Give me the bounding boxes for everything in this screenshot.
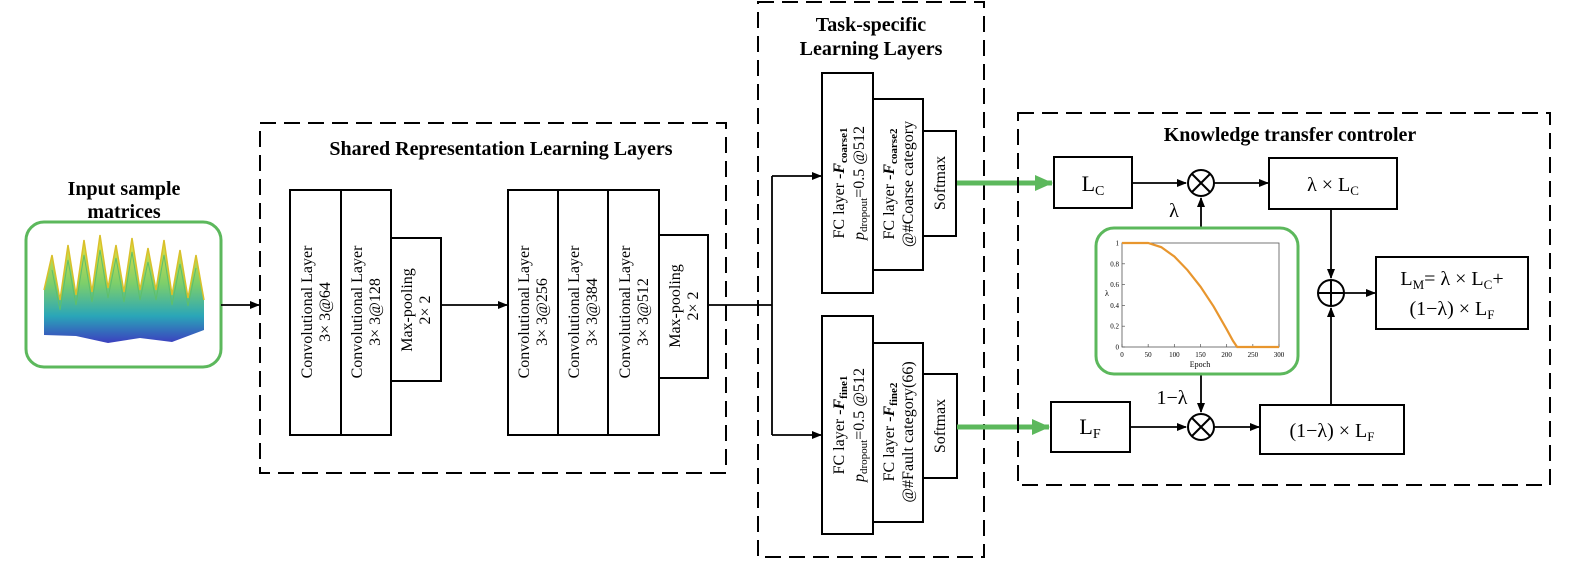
chart-xtick-label: 100 — [1169, 351, 1180, 359]
conv2-param: 3× 3@128 — [367, 278, 384, 346]
coarse-fc1-label: FC layer -Fcoarse1 — [831, 128, 850, 239]
chart-ytick-label: 0 — [1116, 344, 1120, 352]
fine-fc1-block: FC layer -Ffine1 pdropout=0.5 @512 — [821, 315, 874, 535]
chart-ytick-label: 0.8 — [1110, 260, 1119, 268]
conv5-label: Convolutional Layer — [617, 245, 634, 379]
conv3-param: 3× 3@256 — [534, 278, 551, 346]
shared-title: Shared Representation Learning Layers — [329, 138, 672, 160]
chart-xlabel: Epoch — [1190, 360, 1210, 369]
conv-block-5: Convolutional Layer 3× 3@512 — [607, 189, 660, 436]
maxpool1-label: Max-pooling — [399, 268, 416, 352]
one-minus-lambda-label: 1−λ — [1157, 387, 1188, 409]
lm-line1: LM= λ × LC+ — [1400, 268, 1503, 292]
lambda-chart-frame — [1094, 226, 1300, 376]
controller-title: Knowledge transfer controler — [1164, 124, 1417, 146]
conv5-param: 3× 3@512 — [635, 278, 652, 346]
fine-fc1-param: pdropout=0.5 @512 — [851, 368, 870, 483]
coarse-fc2-block: FC layer -Fcoarse2 @#Coarse category — [872, 98, 924, 271]
coarse-fc1-param: pdropout=0.5 @512 — [851, 126, 870, 241]
chart-ytick-label: 0.6 — [1110, 281, 1119, 289]
task-title-line2: Learning Layers — [800, 38, 943, 60]
chart-xtick-label: 50 — [1145, 351, 1153, 359]
coarse-fc1-block: FC layer -Fcoarse1 pdropout=0.5 @512 — [821, 72, 874, 294]
input-surface-plot — [43, 234, 205, 343]
task-title-line1: Task-specific — [816, 14, 927, 36]
conv-block-4: Convolutional Layer 3× 3@384 — [557, 189, 609, 436]
chart-xtick-label: 300 — [1274, 351, 1285, 359]
chart-ytick-label: 0.2 — [1110, 323, 1119, 331]
input-title-line1: Input sample — [68, 178, 181, 200]
chart-ylabel: λ — [1105, 289, 1109, 298]
fine-fc2-param: @#Fault category(66) — [900, 361, 917, 502]
maxpool-block-1: Max-pooling 2× 2 — [390, 237, 442, 382]
chart-xtick-label: 150 — [1195, 351, 1206, 359]
chart-xtick-label: 200 — [1221, 351, 1232, 359]
lc-label: LC — [1082, 171, 1105, 199]
lf-label: LF — [1079, 414, 1100, 442]
chart-xtick-label: 250 — [1248, 351, 1259, 359]
lm-line2: (1−λ) × LF — [1409, 298, 1494, 322]
coarse-softmax-block: Softmax — [922, 130, 957, 237]
maxpool-block-2: Max-pooling 2× 2 — [658, 234, 709, 379]
maxpool2-param: 2× 2 — [685, 291, 702, 320]
multiply-node-bottom — [1187, 413, 1215, 441]
fine-fc2-label: FC layer -Ffine2 — [881, 382, 900, 481]
task-layers-frame — [757, 1, 985, 558]
conv4-label: Convolutional Layer — [566, 245, 583, 379]
lm-box — [1375, 256, 1529, 330]
chart-ytick-label: 1 — [1116, 240, 1120, 248]
chart-series-line — [1122, 241, 1279, 349]
conv-block-3: Convolutional Layer 3× 3@256 — [507, 189, 559, 436]
input-title-line2: matrices — [87, 201, 161, 223]
fine-fc2-block: FC layer -Ffine2 @#Fault category(66) — [872, 342, 924, 523]
conv2-label: Convolutional Layer — [349, 245, 366, 379]
conv1-label: Convolutional Layer — [299, 245, 316, 379]
coarse-fc2-label: FC layer -Fcoarse2 — [881, 128, 900, 239]
conv-block-2: Convolutional Layer 3× 3@128 — [340, 189, 392, 436]
lambda-label: λ — [1169, 200, 1179, 222]
lambda-lf-label: (1−λ) × LF — [1289, 420, 1374, 444]
conv3-label: Convolutional Layer — [516, 245, 533, 379]
controller-frame — [1017, 112, 1551, 486]
coarse-softmax-label: Softmax — [932, 156, 949, 210]
fine-softmax-block: Softmax — [922, 373, 958, 479]
coarse-fc2-param: @#Coarse category — [900, 121, 917, 247]
sum-node — [1317, 279, 1345, 307]
lambda-schedule-chart: λ Epoch 0 50 100 150 200 250 300 0 0.2 0.4 0.6 0.8 1 — [1105, 240, 1285, 370]
arrow-split-to-task — [708, 172, 822, 439]
conv4-param: 3× 3@384 — [584, 278, 601, 346]
chart-xtick-label: 0 — [1120, 351, 1124, 359]
multiply-node-top — [1187, 169, 1215, 197]
conv1-param: 3× 3@64 — [317, 282, 334, 342]
maxpool2-label: Max-pooling — [667, 264, 684, 348]
fine-fc1-label: FC layer -Ffine1 — [831, 376, 850, 475]
lambda-lf-box — [1259, 404, 1405, 455]
lambda-lc-box — [1268, 157, 1398, 210]
lambda-lc-label: λ × LC — [1307, 174, 1359, 198]
chart-ytick-label: 0.4 — [1110, 302, 1119, 310]
conv-block-1: Convolutional Layer 3× 3@64 — [289, 189, 342, 436]
fine-softmax-label: Softmax — [932, 399, 949, 453]
maxpool1-param: 2× 2 — [417, 295, 434, 324]
